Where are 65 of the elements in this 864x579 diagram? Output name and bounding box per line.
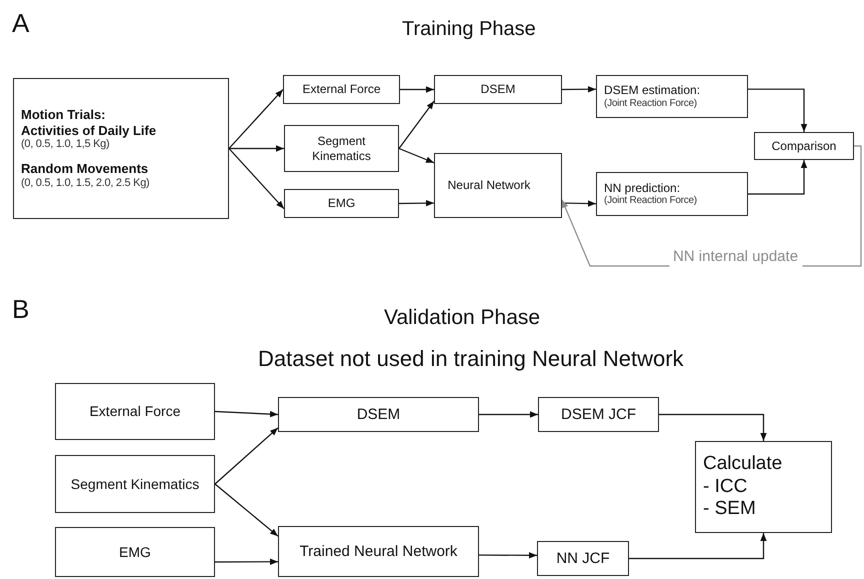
arrow <box>748 88 808 132</box>
arrow <box>748 160 808 195</box>
process-box <box>538 397 659 432</box>
process-box <box>754 132 854 160</box>
box-label: Comparison <box>772 138 836 154</box>
arrow <box>399 200 434 206</box>
box-label: External Force <box>302 82 381 97</box>
box-label: DSEM estimation: <box>604 83 700 98</box>
arrow <box>214 484 278 537</box>
panel-letter: A <box>12 7 30 40</box>
box-label: - ICC <box>703 476 748 498</box>
process-box <box>284 189 399 218</box>
box-label: NN prediction: <box>604 180 680 196</box>
arrow <box>228 148 284 210</box>
box-label: EMG <box>119 544 151 560</box>
box-label: Neural Network <box>448 178 530 193</box>
box-label: Segment Kinematics <box>311 134 372 163</box>
section-heading: Training Phase <box>402 17 536 42</box>
box-label: NN JCF <box>556 550 610 568</box>
arrow <box>479 552 537 558</box>
process-box <box>596 172 748 216</box>
box-label: EMG <box>328 196 356 211</box>
arrow <box>214 410 278 418</box>
box-label: Motion Trials: <box>21 106 106 123</box>
process-box <box>278 397 479 432</box>
box-label: (0, 0.5, 1.0, 1.5, 2.0, 2.5 Kg) <box>21 176 150 190</box>
section-subheading: Dataset not used in training Neural Network <box>258 345 684 373</box>
arrow <box>400 86 434 93</box>
process-box <box>537 541 629 576</box>
box-label: Calculate <box>703 452 782 476</box>
box-label: (0, 0.5, 1.0, 1,5 Kg) <box>21 138 110 152</box>
box-label: (Joint Reaction Force) <box>604 98 697 110</box>
arrow <box>562 86 596 92</box>
process-box <box>596 75 748 118</box>
process-box <box>284 125 399 172</box>
box-label: DSEM <box>356 406 400 424</box>
arrow <box>228 89 284 149</box>
process-box <box>13 78 229 219</box>
process-box <box>434 75 562 104</box>
process-box <box>695 441 832 533</box>
process-box <box>278 526 479 577</box>
arrow <box>215 558 278 565</box>
process-box <box>55 383 215 440</box>
box-label: DSEM <box>480 82 516 97</box>
section-heading: Validation Phase <box>384 305 540 331</box>
box-label: Segment Kinematics <box>70 476 200 492</box>
box-label: Random Movements <box>21 161 148 177</box>
arrow <box>479 411 538 418</box>
box-label: - SEM <box>703 498 756 522</box>
arrow <box>214 427 278 484</box>
panel-letter: B <box>12 293 30 326</box>
box-label: Activities of Daily Life <box>21 122 156 138</box>
process-box <box>434 153 562 218</box>
box-label: External Force <box>89 403 181 420</box>
arrow <box>398 100 434 149</box>
process-box <box>55 527 215 577</box>
process-box <box>283 75 400 104</box>
arrow <box>629 533 767 560</box>
arrow <box>398 148 434 164</box>
process-box <box>55 455 215 513</box>
box-label: Trained Neural Network <box>300 542 458 560</box>
arrow <box>659 414 767 441</box>
box-label: DSEM JCF <box>561 406 636 424</box>
arrow <box>229 145 284 152</box>
box-label: (Joint Reaction Force) <box>604 195 697 208</box>
